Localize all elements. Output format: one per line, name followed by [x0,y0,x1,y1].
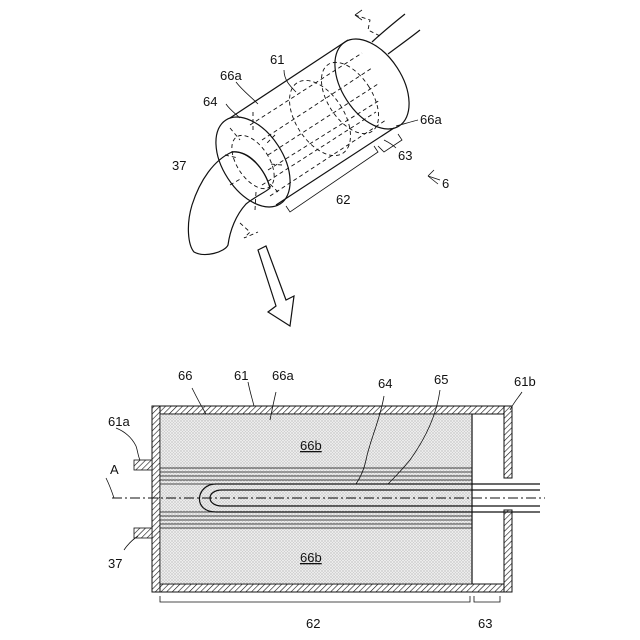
leader-61b [510,392,522,410]
insulation-far-ring [310,52,390,143]
inlet-pipe-61a [134,460,152,470]
label-66: 66 [178,368,192,383]
internal-tube-lines [250,53,386,196]
wall-left [152,406,160,592]
wall-top [152,406,512,414]
perspective-view: 61 66a 64 66a 63 37 62 6 [172,10,449,326]
leader-66a-left [236,82,258,104]
label-61-bottom: 61 [234,368,248,383]
label-66b-bottom: 66b [300,550,322,565]
label-61-top: 61 [270,52,284,67]
leader-63 [384,140,396,148]
wall-bottom [152,584,512,592]
label-64-bottom: 64 [378,376,392,391]
cylinder-top-edge [230,40,348,118]
wall-right-upper [504,406,512,478]
flow-arrow-bottom [240,223,258,238]
label-66a-top-right: 66a [420,112,442,127]
leader-66a-right [396,120,418,126]
section-view: 66 61 66a 64 65 61b 61a 66b 66b A 37 62 … [106,368,545,631]
leader-6 [428,176,438,184]
label-62-bottom: 62 [306,616,320,631]
label-61b: 61b [514,374,536,389]
cylinder-far-end [320,26,425,143]
label-63-bottom: 63 [478,616,492,631]
label-66b-top: 66b [300,438,322,453]
pipe-37 [188,152,270,255]
section-indicator-arrow [258,246,294,326]
cylinder-bottom-edge [276,128,394,205]
wall-right-lower [504,510,512,592]
wire-2 [388,30,420,54]
label-61a: 61a [108,414,130,429]
insulation-inner-ring [223,128,283,196]
label-37-top: 37 [172,158,186,173]
label-66a-top-left: 66a [220,68,242,83]
label-65: 65 [434,372,448,387]
label-64-top: 64 [203,94,217,109]
dim-62 [160,596,470,602]
label-66a-bottom: 66a [272,368,294,383]
leader-61-bottom [248,382,254,406]
leader-6-arrow [428,170,440,180]
label-37-bottom: 37 [108,556,122,571]
insulation-mid-ring [277,70,363,167]
label-A: A [110,462,119,477]
label-62-top: 62 [336,192,350,207]
label-63-top: 63 [398,148,412,163]
label-6: 6 [442,176,449,191]
wire-1 [372,14,405,42]
leader-61a [116,428,140,460]
leader-A [106,478,114,498]
dim-63 [474,596,500,602]
